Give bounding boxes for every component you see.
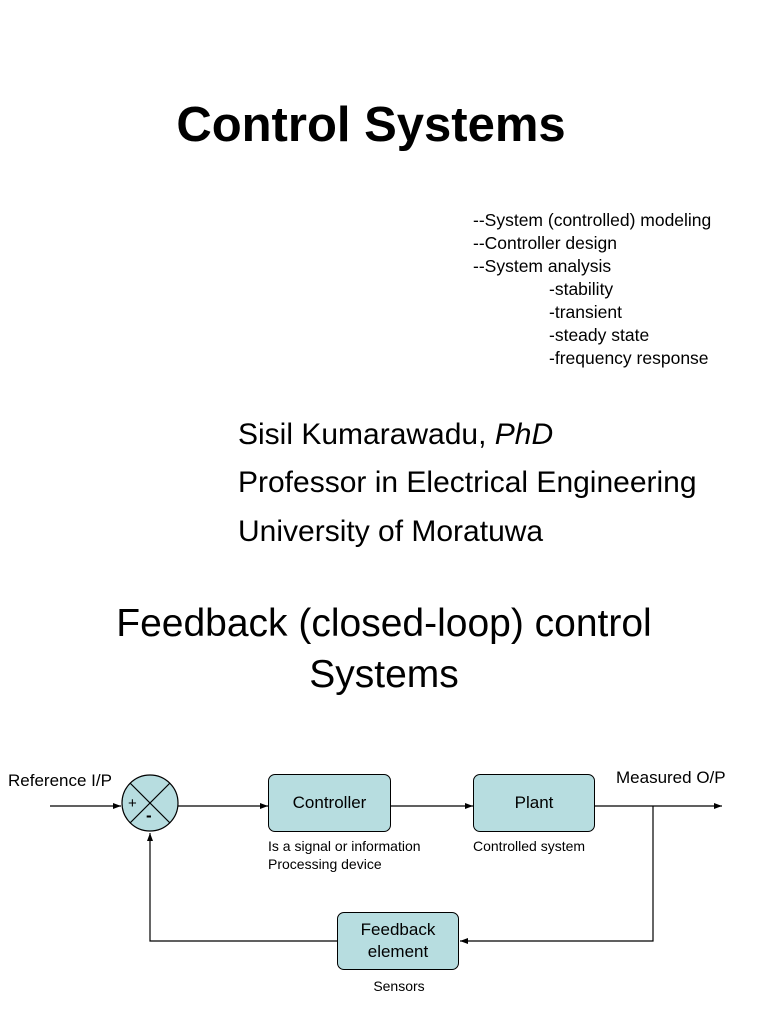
controller-description-line: Processing device [268, 856, 382, 872]
feedback-return-line [147, 833, 337, 942]
feedback-path-line [460, 806, 654, 944]
feedback-element-block: Feedback element [337, 912, 459, 970]
section-title-line: Feedback (closed-loop) control [116, 602, 652, 645]
author-affiliation: University of Moratuwa [238, 515, 544, 548]
measured-output-label: Measured O/P [616, 768, 726, 787]
plant-label: Plant [514, 793, 554, 812]
feedback-label-line: Feedback [360, 920, 436, 939]
reference-input-label: Reference I/P [8, 771, 112, 790]
section-title-line: Systems [309, 653, 459, 696]
subtopic-item: -transient [549, 302, 622, 322]
feedback-label-line: element [367, 942, 429, 961]
controller-block: Controller [268, 774, 391, 832]
minus-sign: - [146, 806, 152, 825]
controller-description-line: Is a signal or information [268, 838, 421, 854]
topic-item: --Controller design [473, 233, 617, 253]
controller-description: Is a signal or information Processing de… [268, 837, 421, 873]
subtopic-item: -stability [549, 279, 614, 299]
subtopic-item: -frequency response [549, 348, 709, 368]
author-name: Sisil Kumarawadu, [238, 418, 495, 451]
topic-item: --System analysis [473, 256, 612, 276]
plant-block: Plant [473, 774, 595, 832]
plus-sign: + [128, 795, 137, 812]
page-title: Control Systems [176, 98, 566, 152]
section-title: Feedback (closed-loop) control Systems [0, 598, 768, 700]
controller-label: Controller [292, 793, 367, 812]
plant-description: Controlled system [473, 838, 586, 854]
author-line: Sisil Kumarawadu, PhD [238, 417, 553, 453]
topic-item: --System (controlled) modeling [473, 210, 712, 230]
summing-junction-cross [129, 782, 171, 824]
feedback-description: Sensors [373, 978, 425, 994]
author-degree: PhD [494, 418, 554, 451]
author-position: Professor in Electrical Engineering [238, 466, 697, 499]
subtopic-item: -steady state [549, 325, 650, 345]
